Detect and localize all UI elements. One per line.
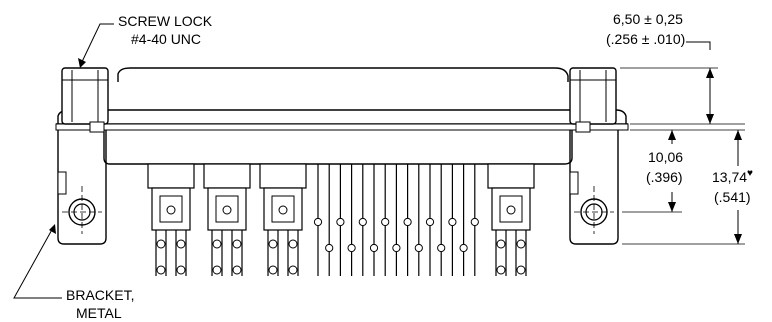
dim-screwlock-mm: 6,50 ± 0,25 [613, 11, 683, 27]
screw-lock-label-line2: #4-40 UNC [131, 31, 201, 47]
signal-pin-hole [347, 243, 356, 253]
bracket-right [569, 130, 619, 245]
power-contact-4 [487, 163, 535, 276]
bracket-callout: BRACKET, METAL [13, 224, 134, 321]
signal-pin-hole [313, 217, 323, 227]
signal-pin-hole [369, 243, 379, 253]
screw-lock-left [61, 67, 109, 133]
dimension-lines [620, 41, 745, 245]
dim-overall-in: (.541) [714, 189, 751, 205]
signal-pin-hole [336, 217, 345, 227]
signal-pins [313, 164, 479, 276]
dim-bracket-in: (.396) [646, 169, 683, 185]
screw-lock-callout: SCREW LOCK #4-40 UNC [78, 13, 213, 68]
bracket-label-line1: BRACKET, [66, 287, 134, 303]
dim-bracket-mm: 10,06 [648, 149, 683, 165]
heart-mark-icon: ♥ [747, 168, 753, 179]
screw-lock-label-line1: SCREW LOCK [118, 13, 213, 29]
power-contact-2 [203, 163, 251, 276]
signal-pin-hole [437, 243, 446, 253]
power-contact-1 [147, 163, 195, 276]
signal-pin-hole [448, 217, 457, 227]
signal-pin-hole [381, 217, 390, 227]
signal-pin-hole [425, 217, 435, 227]
connector-shell [55, 67, 629, 165]
screw-lock-right [569, 67, 617, 133]
dim-overall-mm: 13,74♥ [712, 168, 753, 185]
signal-pin-hole [414, 243, 423, 253]
dim-screwlock-in: (.256 ± .010) [606, 31, 685, 47]
signal-pin-hole [392, 243, 401, 253]
bracket-label-line2: METAL [76, 305, 122, 321]
signal-pin-hole [358, 217, 367, 227]
signal-pin-hole [459, 243, 468, 253]
power-contact-3 [259, 163, 307, 276]
signal-pin-hole [470, 217, 479, 227]
signal-pin-hole [325, 243, 334, 253]
bracket-left [57, 130, 107, 245]
signal-pin-hole [403, 217, 412, 227]
